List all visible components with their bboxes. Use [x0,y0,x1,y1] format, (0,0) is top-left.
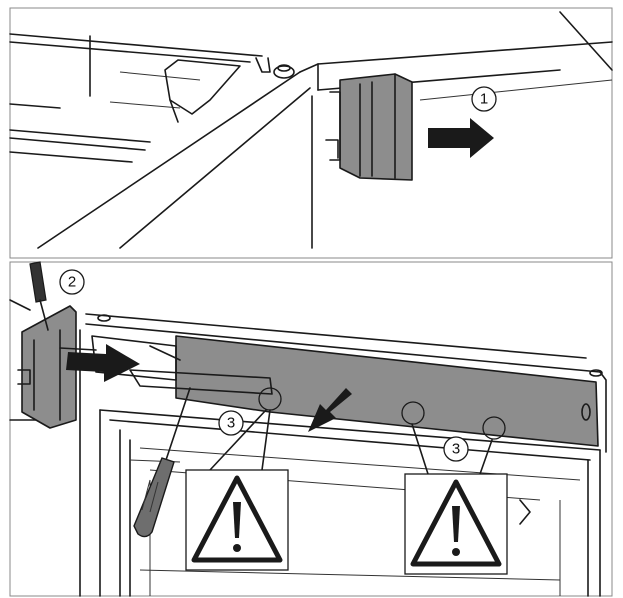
top-panel-frame [9,7,613,259]
callout-1: 1 [471,86,497,112]
clip-marker-2 [401,401,425,425]
hinge-cover [325,73,413,181]
callout-3-left: 3 [218,410,244,436]
pull-arrow-icon [428,118,494,158]
screwdriver-top-icon [29,261,49,331]
warning-box-left [185,469,289,571]
cabinet-corner-drawing [9,11,613,249]
remove-arrow-icon [308,388,352,432]
warning-triangle-icon [191,475,283,563]
hinge-bracket [17,305,77,429]
callout-2-label: 2 [68,274,76,291]
callout-2: 2 [59,269,85,295]
clip-marker-3 [482,416,506,440]
callout-3-left-label: 3 [227,415,235,432]
callout-3-right: 3 [443,436,469,462]
push-arrow-icon [66,344,140,382]
door-frame-drawing [9,299,607,597]
callout-3-right-label: 3 [452,441,460,458]
warning-box-right [404,473,508,575]
warning-triangle-icon [410,479,502,567]
callout-1-label: 1 [480,91,488,108]
leader-lines [209,409,493,475]
screwdriver-icon [133,387,191,538]
